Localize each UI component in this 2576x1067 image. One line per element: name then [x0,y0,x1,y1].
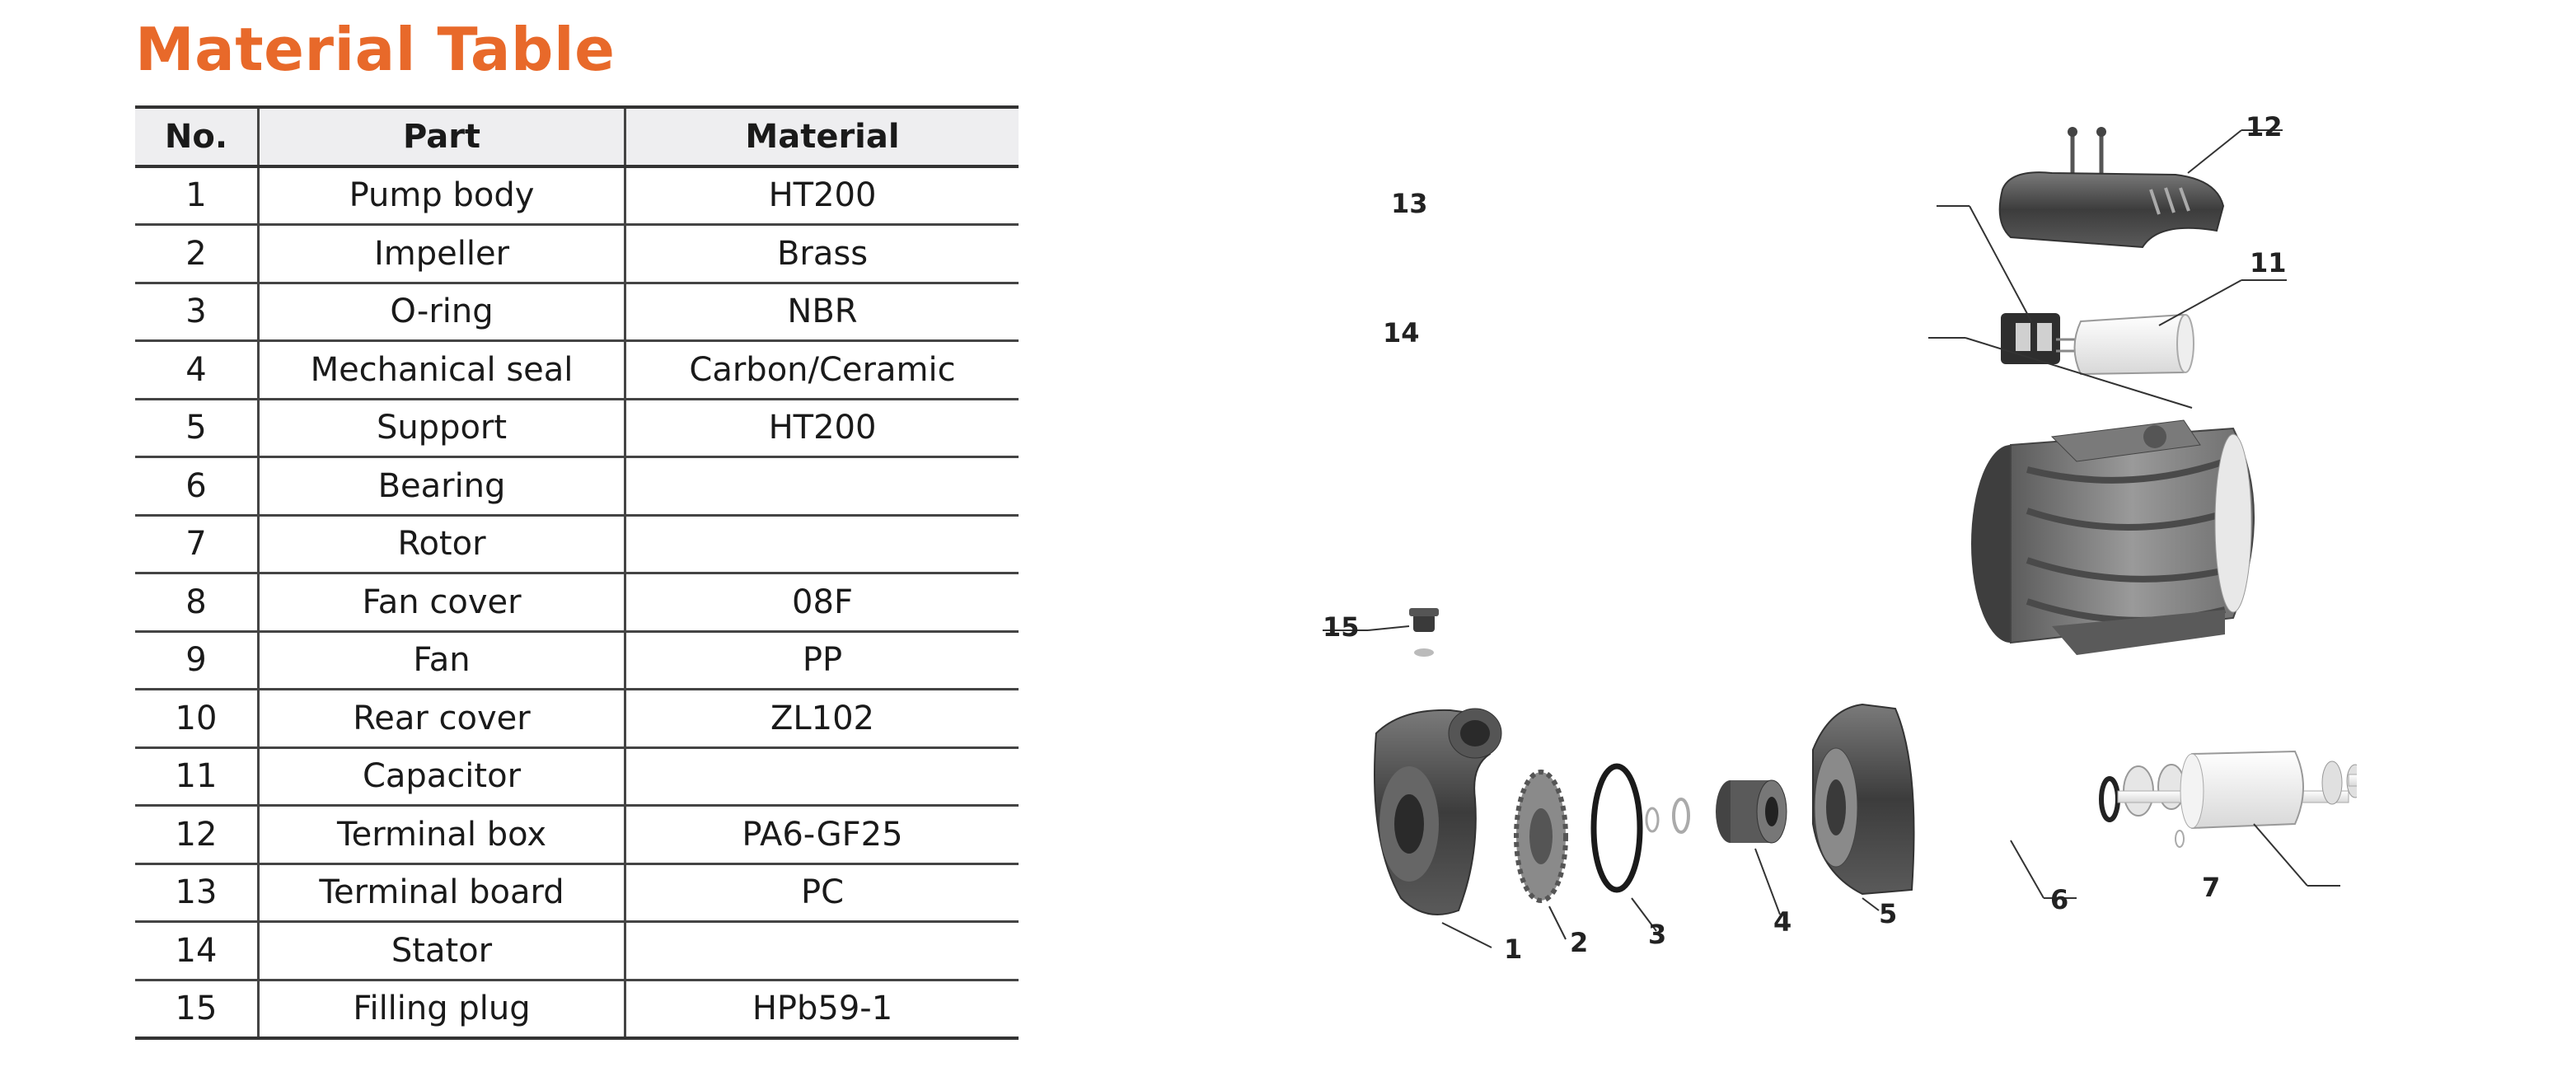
terminal-board-part [2001,313,2060,364]
cell-no: 15 [135,980,259,1040]
cell-part: Fan cover [257,573,625,633]
cell-no: 14 [135,921,259,981]
cell-no: 4 [135,340,259,400]
cell-material: 08F [624,573,1019,633]
cell-material: HPb59-1 [624,980,1019,1040]
cell-part: Mechanical seal [257,340,625,400]
callout-label-5: 5 [1879,898,1897,929]
cell-part: O-ring [257,283,625,342]
mechanical-seal-part [1716,779,1787,844]
cell-no: 13 [135,863,259,923]
capacitor-part [2056,313,2194,376]
callout-label-11: 11 [2250,247,2287,278]
cell-no: 5 [135,399,259,458]
stator-motor-housing-part [1971,419,2255,655]
callout-label-12: 12 [2246,111,2283,143]
filling-plug-part [1409,608,1439,657]
cell-material: NBR [624,283,1019,342]
callout-label-14: 14 [1383,317,1420,349]
callout-label-13: 13 [1391,188,1428,219]
callout-label-2: 2 [1570,927,1588,958]
callout-label-4: 4 [1773,906,1791,938]
terminal-box-part [1998,127,2225,249]
column-header-part: Part [257,105,625,168]
callout-label-1: 1 [1504,934,1522,965]
cell-part: Terminal box [257,805,625,865]
exploded-pump-diagram: 1 2 3 4 5 6 7 8 9 10 11 12 13 14 15 [1323,111,2357,965]
cell-material: HT200 [624,166,1019,226]
page-title: Material Table [135,15,616,84]
cell-material [624,921,1019,981]
cell-part: Impeller [257,224,625,284]
cell-part: Rotor [257,515,625,574]
cell-no: 12 [135,805,259,865]
impeller-part [1514,770,1568,903]
cell-no: 8 [135,573,259,633]
callout-label-3: 3 [1648,919,1666,950]
table-header-row: No. Part Material [135,105,1019,168]
cell-material [624,515,1019,574]
cell-material: PP [624,631,1019,690]
cell-material: HT200 [624,399,1019,458]
cell-part: Pump body [257,166,625,226]
column-header-no: No. [135,105,259,168]
cell-material: ZL102 [624,689,1019,749]
callout-label-6: 6 [2050,884,2068,915]
cell-material: Carbon/Ceramic [624,340,1019,400]
cell-material: Brass [624,224,1019,284]
cell-no: 1 [135,166,259,226]
cell-no: 3 [135,283,259,342]
column-header-material: Material [624,105,1019,168]
cell-part: Bearing [257,456,625,517]
cell-no: 9 [135,631,259,690]
o-ring-part [1590,763,1643,893]
cell-no: 2 [135,224,259,284]
support-part [1812,703,1915,896]
callout-label-7: 7 [2202,872,2220,903]
leader-lines [1323,129,2340,948]
rotor-part [2117,750,2357,830]
cell-material: PC [624,863,1019,923]
washer-parts [1645,798,1690,834]
cell-part: Terminal board [257,863,625,923]
cell-no: 11 [135,747,259,807]
callout-label-15: 15 [1323,611,1360,643]
cell-no: 7 [135,515,259,574]
cell-part: Filling plug [257,980,625,1040]
cell-no: 10 [135,689,259,749]
cell-part: Rear cover [257,689,625,749]
cell-part: Fan [257,631,625,690]
cell-part: Support [257,399,625,458]
pump-body-part [1374,708,1502,915]
cell-material: PA6-GF25 [624,805,1019,865]
cell-no: 6 [135,456,259,517]
cell-material [624,747,1019,807]
cell-part: Capacitor [257,747,625,807]
cell-part: Stator [257,921,625,981]
cell-material [624,456,1019,517]
bearing-part [2099,764,2185,848]
